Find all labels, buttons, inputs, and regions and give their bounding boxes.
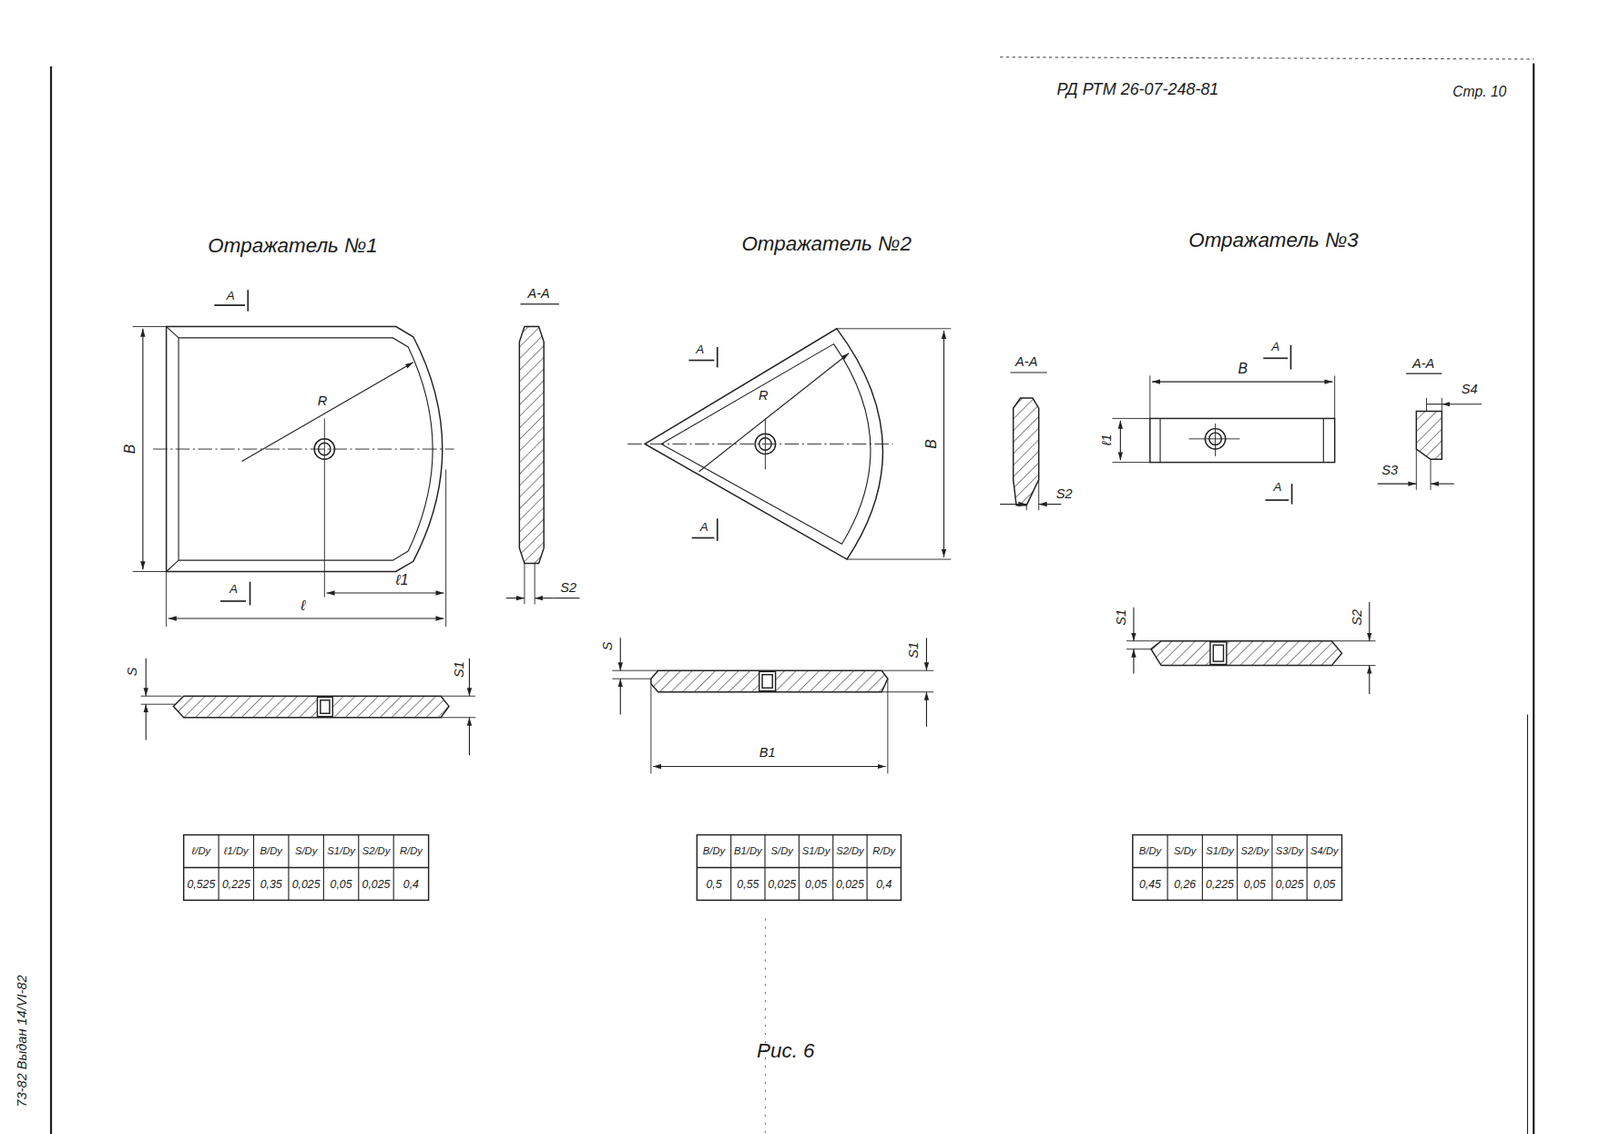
drawing-label: А (694, 343, 705, 357)
table-cell: S1/Dу (1204, 845, 1235, 857)
table-rule (764, 835, 765, 901)
table-cell: 0,55 (735, 877, 760, 891)
table-rule (183, 866, 429, 868)
drawing-label: ℓ1 (1100, 432, 1115, 447)
drawing-label: РД РТМ 26-07-248-81 (1055, 81, 1220, 100)
drawing-label: S2 (1349, 608, 1365, 627)
table-cell: 0,525 (185, 877, 216, 891)
drawing-label: S (601, 640, 616, 652)
drawing-label: R (316, 393, 329, 408)
drawing-label: А (228, 582, 239, 597)
drawing-label: S3 (1380, 463, 1399, 479)
table-cell: 0,5 (704, 877, 723, 891)
table-cell: В1/Dу (733, 845, 764, 857)
drawing-label: А-А (526, 286, 551, 302)
table-cell: 0,05 (804, 877, 828, 891)
table-cell: S/Dу (1172, 845, 1198, 857)
table-cell: R/Dу (398, 845, 424, 857)
table-cell: S1/Dу (801, 845, 832, 857)
table-cell: 0,05 (1243, 877, 1267, 891)
table-cell: 0,025 (1274, 877, 1305, 891)
table-cell: S/Dу (769, 845, 795, 857)
drawing-label: 73-82 Выдан 14/VI-82 (15, 973, 31, 1108)
drawing-label: R (757, 388, 770, 404)
drawing-label: А (1270, 340, 1281, 355)
table-cell: 0,025 (835, 877, 866, 891)
drawing-label: S1 (1113, 608, 1129, 627)
table-rule (218, 835, 220, 901)
drawing-label: S1 (451, 660, 467, 679)
table-cell: S2/Dу (1239, 845, 1270, 857)
figure-caption: Рис. 6 (756, 1039, 816, 1063)
table-cell: 0,025 (291, 877, 322, 891)
drawing-label: А-А (1411, 356, 1437, 372)
drawing-label: Отражатель №3 (1187, 228, 1360, 252)
drawing-label: Отражатель №1 (206, 234, 379, 257)
table-cell: S1/Dу (326, 845, 357, 857)
table-cell: S2/Dу (835, 845, 866, 857)
table-frame (696, 835, 901, 901)
drawing-label: ℓ (299, 598, 306, 614)
table-cell: ℓ1/Dу (223, 845, 250, 857)
table-cell: 0,26 (1172, 877, 1197, 891)
drawing-label: В (122, 443, 139, 456)
table-cell: R/Dу (871, 845, 897, 857)
drawing-label: А (225, 289, 236, 304)
drawing-label: Отражатель №2 (740, 231, 913, 255)
drawing-label: S4 (1460, 382, 1479, 398)
table-rule (287, 835, 289, 901)
table-rule (357, 835, 359, 901)
drawing-label: S2 (1055, 486, 1074, 501)
table-cell: 0,225 (1204, 877, 1235, 891)
table-rule (253, 835, 255, 901)
table-cell: 0,4 (402, 877, 420, 891)
table-rule (730, 835, 732, 901)
table-cell: В/Dу (702, 845, 727, 857)
table-rule (323, 835, 325, 901)
drawing-label: S (125, 665, 141, 677)
table-rule (832, 835, 834, 901)
drawing-label: А-А (1014, 355, 1040, 370)
table-frame (183, 835, 429, 901)
table-cell: S4/Dу (1309, 845, 1340, 857)
table-cell: S3/Dу (1274, 845, 1305, 857)
drawing-label: В (1236, 361, 1249, 378)
table-rule (1167, 835, 1169, 901)
drawing-label: S1 (907, 641, 922, 660)
table-rule (1271, 835, 1273, 901)
table-rule (866, 835, 868, 901)
table-cell: ℓ/Dу (191, 845, 213, 857)
drawing-label: А (1272, 480, 1283, 495)
table-rule (393, 835, 395, 901)
table-cell: 0,025 (360, 877, 391, 891)
drawing-label: А (699, 520, 710, 535)
drawing-label: S2 (559, 580, 578, 595)
table-cell: 0,025 (766, 877, 797, 891)
table-cell: В/Dу (258, 845, 284, 857)
drawing-label: ℓ1 (394, 572, 409, 589)
table-frame (1132, 835, 1343, 901)
drawing-label: В (923, 438, 939, 450)
table-cell: 0,45 (1138, 877, 1162, 891)
table-cell: 0,225 (221, 877, 252, 891)
table-cell: В/Dу (1138, 845, 1163, 857)
table-rule (1306, 835, 1308, 901)
table-cell: S2/Dу (361, 845, 392, 857)
table-rule (1236, 835, 1238, 901)
table-cell: 0,4 (875, 877, 893, 891)
table-cell: 0,35 (259, 877, 284, 891)
table-cell: S/Dу (294, 845, 319, 857)
table-cell: 0,05 (328, 877, 353, 891)
table-cell: 0,05 (1312, 877, 1336, 891)
table-rule (1202, 835, 1203, 901)
drawing-label: Стр. 10 (1451, 83, 1508, 100)
drawing-label: В1 (758, 745, 777, 761)
table-rule (798, 835, 800, 901)
